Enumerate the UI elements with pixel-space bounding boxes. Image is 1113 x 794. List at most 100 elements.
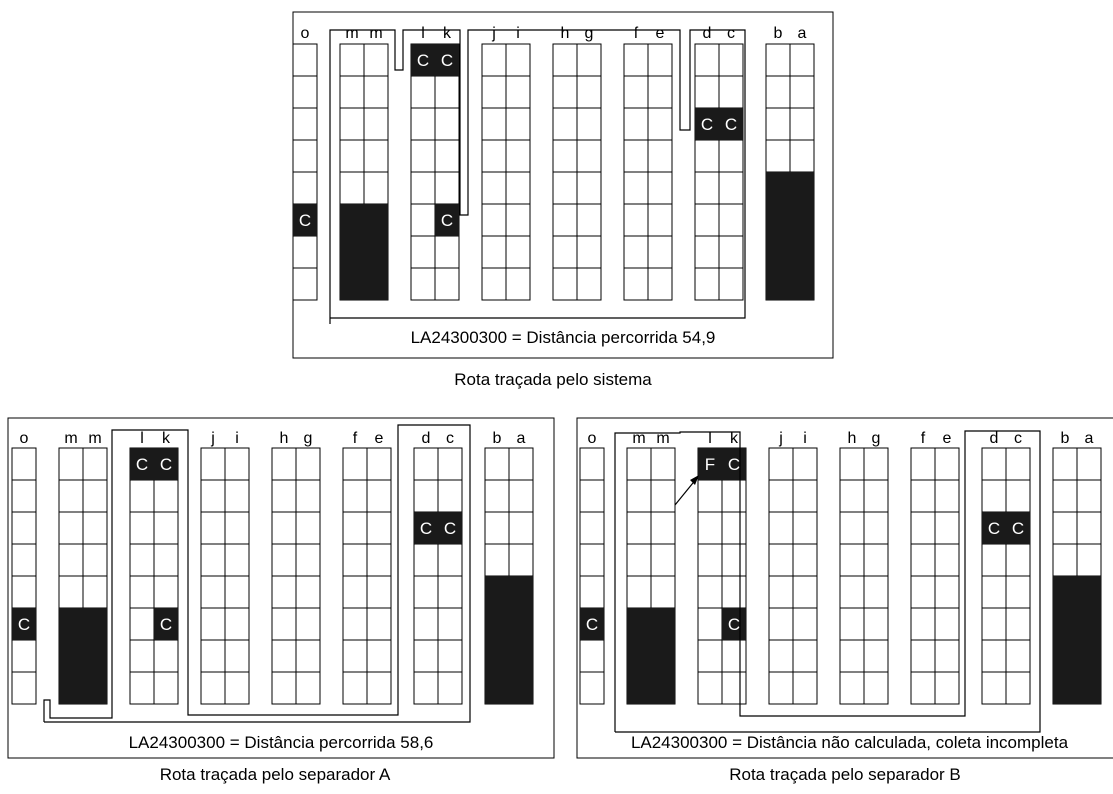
shelf-cell bbox=[505, 43, 531, 77]
aisle-letter: b bbox=[493, 430, 502, 447]
shelf-cell bbox=[552, 139, 578, 173]
shelf-cell bbox=[434, 139, 460, 173]
shelf-cell bbox=[863, 575, 889, 609]
shelf-cell bbox=[481, 107, 507, 141]
shelf-cell bbox=[910, 671, 936, 705]
pick-marker: C bbox=[728, 615, 740, 634]
shelf-cell bbox=[792, 671, 818, 705]
shelf-cell bbox=[1052, 447, 1078, 481]
shelf-cell bbox=[505, 75, 531, 109]
pick-cell bbox=[414, 512, 438, 544]
shelf-cell bbox=[650, 575, 676, 609]
shelf-cell bbox=[718, 203, 744, 237]
shelf-cell bbox=[437, 607, 463, 641]
route-distance-text: LA24300300 = Distância não calculada, co… bbox=[631, 733, 1069, 752]
shelf-cell bbox=[981, 479, 1007, 513]
shelf-cell bbox=[200, 447, 226, 481]
shelf-cell bbox=[863, 447, 889, 481]
shelf-cell bbox=[200, 671, 226, 705]
shelf-cell bbox=[410, 171, 436, 205]
shelf-cell bbox=[694, 203, 720, 237]
aisle-letter: e bbox=[656, 25, 665, 42]
shelf-cell bbox=[366, 447, 392, 481]
shelf-cell bbox=[413, 671, 439, 705]
shelf-cell bbox=[647, 107, 673, 141]
shelf-cell bbox=[718, 43, 744, 77]
aisle-letter: d bbox=[703, 25, 712, 42]
shelf-cell bbox=[484, 479, 510, 513]
shelf-cell bbox=[410, 203, 436, 237]
shelf-cell bbox=[768, 543, 794, 577]
pick-marker: C bbox=[586, 615, 598, 634]
shelf-cell bbox=[1076, 479, 1102, 513]
shelf-cell bbox=[58, 543, 84, 577]
pick-route bbox=[614, 430, 1041, 733]
blocked-storage bbox=[485, 576, 533, 704]
shelf-cell bbox=[839, 447, 865, 481]
shelf-cell bbox=[342, 639, 368, 673]
shelf-cell bbox=[410, 75, 436, 109]
shelf-cell bbox=[839, 543, 865, 577]
shelf-cell bbox=[626, 575, 652, 609]
shelf-cell bbox=[129, 511, 155, 545]
pick-marker: C bbox=[299, 211, 311, 230]
shelf-cell bbox=[1076, 511, 1102, 545]
aisle-letter: i bbox=[235, 430, 239, 447]
shelf-cell bbox=[200, 639, 226, 673]
shelf-cell bbox=[153, 479, 179, 513]
aisle-letter: b bbox=[774, 25, 783, 42]
shelf-cell bbox=[910, 639, 936, 673]
blocked-storage bbox=[766, 172, 814, 300]
shelf-cell bbox=[505, 139, 531, 173]
shelf-cell bbox=[366, 607, 392, 641]
shelf-cell bbox=[694, 171, 720, 205]
shelf-cell bbox=[342, 575, 368, 609]
shelf-cell bbox=[697, 543, 723, 577]
shelf-cell bbox=[694, 43, 720, 77]
shelf-cell bbox=[224, 447, 250, 481]
shelf-cell bbox=[792, 511, 818, 545]
route-distance-text: LA24300300 = Distância percorrida 54,9 bbox=[411, 328, 716, 347]
shelf-cell bbox=[82, 447, 108, 481]
shelf-cell bbox=[697, 671, 723, 705]
shelf-cell bbox=[295, 543, 321, 577]
shelf-cell bbox=[11, 543, 37, 577]
pick-cell bbox=[698, 448, 722, 480]
shelf-cell bbox=[481, 171, 507, 205]
shelf-cell bbox=[694, 267, 720, 301]
shelf-cell bbox=[576, 235, 602, 269]
shelf-cell bbox=[129, 639, 155, 673]
shelf-cell bbox=[271, 575, 297, 609]
shelf-cell bbox=[718, 267, 744, 301]
shelf-cell bbox=[129, 607, 155, 641]
shelf-cell bbox=[82, 479, 108, 513]
shelf-cell bbox=[647, 235, 673, 269]
shelf-cell bbox=[981, 543, 1007, 577]
shelf-cell bbox=[505, 267, 531, 301]
pick-marker: C bbox=[701, 115, 713, 134]
shelf-cell bbox=[153, 543, 179, 577]
shelf-cell bbox=[792, 447, 818, 481]
shelf-cell bbox=[768, 575, 794, 609]
shelf-cell bbox=[410, 267, 436, 301]
aisle-letter: h bbox=[848, 430, 857, 447]
aisle-letter: m bbox=[369, 25, 382, 42]
shelf-cell bbox=[697, 479, 723, 513]
shelf-cell bbox=[650, 543, 676, 577]
shelf-cell bbox=[434, 75, 460, 109]
shelf-cell bbox=[647, 267, 673, 301]
shelf-cell bbox=[765, 139, 791, 173]
aisle-letter: l bbox=[708, 430, 712, 447]
pick-marker: F bbox=[705, 455, 715, 474]
pick-marker: C bbox=[988, 519, 1000, 538]
shelf-cell bbox=[623, 267, 649, 301]
aisle-letter: b bbox=[1061, 430, 1070, 447]
shelf-cell bbox=[363, 43, 389, 77]
shelf-cell bbox=[934, 639, 960, 673]
aisle-letter: f bbox=[634, 25, 639, 42]
pick-marker: C bbox=[725, 115, 737, 134]
shelf-cell bbox=[552, 203, 578, 237]
pick-cell bbox=[12, 608, 36, 640]
pick-cell bbox=[130, 448, 154, 480]
pick-cell bbox=[695, 108, 719, 140]
